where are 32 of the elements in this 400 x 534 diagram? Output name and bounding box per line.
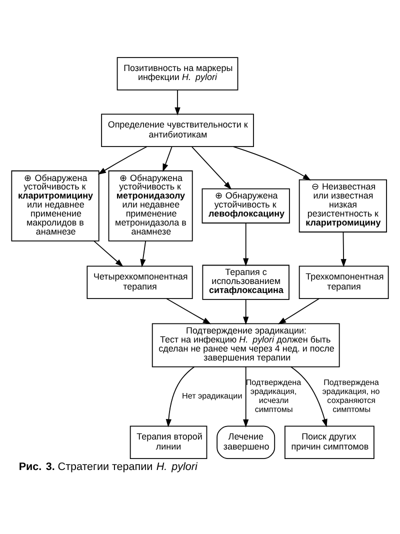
arrow <box>140 240 146 267</box>
arrow <box>233 146 311 180</box>
node-box: ⊕ Обнаружена устойчивость к метронидазолу или недавнее применение метронидазола в анамнезе <box>108 170 193 241</box>
arrow <box>243 222 249 266</box>
arrow <box>166 298 212 324</box>
arrow <box>98 146 148 174</box>
node-box: Трехкомпонентная терапия <box>298 265 389 298</box>
edge-label: Подтверждена эрадикация, исчезли симптомы <box>246 377 302 414</box>
node-box: ⊖ Неизвестная или известная низкая резистентность к кларитромицину <box>298 178 387 232</box>
arrow <box>243 298 249 324</box>
node-box: ⊕ Обнаружена устойчивость к кларитромицину или недавнее применение макролидов в анамнезе <box>11 170 100 241</box>
edge-label: Нет эрадикации <box>182 390 242 400</box>
arrow <box>166 366 195 427</box>
node-box: Лечение завершено <box>216 425 276 458</box>
node-box: Поиск других причин симптомов <box>284 425 374 458</box>
arrow <box>162 146 172 172</box>
arrow <box>192 146 232 190</box>
arrow <box>94 240 124 266</box>
caption: Рис. 3. Стратегии терапии H. pylori <box>18 460 198 472</box>
arrow <box>278 298 320 324</box>
edge-label: Подтверждена эрадикация, но сохраняются симптомы <box>322 377 380 414</box>
node-box: Подтверждение эрадикации: Тест на инфекцию H. pylori должен быть сделан не ранее чем через 4 нед. и после завершения терапии <box>152 322 340 367</box>
arrow <box>174 89 180 115</box>
node-box: Терапия с использованием ситафлоксацина <box>202 264 290 300</box>
node-box: ⊕ Обнаружена устойчивость к левофлоксацину <box>202 188 290 223</box>
node-box: Позитивность на маркеры инфекции H. pylori <box>116 56 238 90</box>
arrow <box>290 366 328 427</box>
arrow <box>340 231 346 267</box>
node-box: Четырехкомпонентная терапия <box>86 265 193 298</box>
arrow <box>243 366 249 427</box>
node-box: Терапия второй линии <box>130 425 208 458</box>
node-box: Определение чувствительности к антибиотикам <box>101 113 254 147</box>
